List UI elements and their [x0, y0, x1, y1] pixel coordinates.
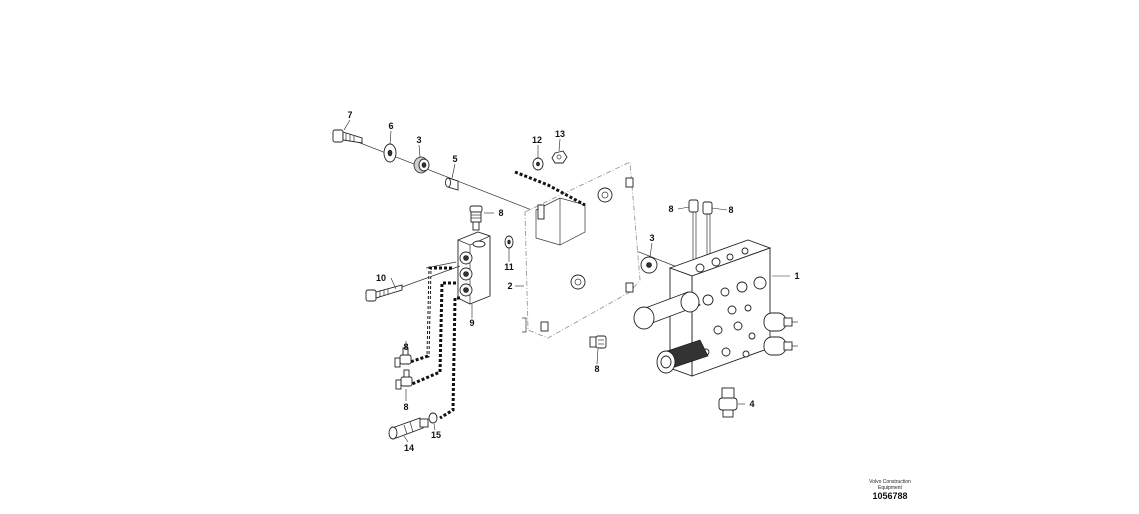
fitting-8-top — [469, 205, 483, 231]
solenoid-cylinder-lower — [656, 339, 709, 374]
figure-stamp: Volvo Construction Equipment 1056788 — [869, 479, 911, 501]
callout-6: 6 — [388, 121, 393, 131]
fitting-8-center — [589, 335, 607, 349]
nut-13 — [551, 150, 568, 164]
o-ring-15 — [428, 412, 438, 424]
callout-8-center: 8 — [594, 364, 599, 374]
stamp-company-line2: Equipment — [878, 485, 903, 491]
assembly-axis-line — [344, 136, 691, 273]
hoses — [409, 170, 586, 420]
callout-9: 9 — [469, 318, 474, 328]
stamp-company-line1: Volvo Construction — [869, 479, 911, 485]
stamp-figure-number: 1056788 — [872, 491, 907, 501]
solenoid-right-lower — [763, 336, 798, 356]
callout-1: 1 — [794, 271, 799, 281]
spacer-3-left — [413, 156, 430, 174]
callout-3-left: 3 — [416, 135, 421, 145]
washer-11 — [504, 235, 514, 249]
callout-7: 7 — [347, 110, 352, 120]
solenoid-right-upper — [763, 312, 798, 332]
washer-12 — [532, 157, 544, 171]
callout-11: 11 — [504, 262, 514, 272]
fitting-8-left-lower — [395, 369, 413, 390]
fitting-8-left-upper — [394, 347, 412, 368]
mounting-plate — [522, 161, 641, 339]
callout-14: 14 — [404, 443, 414, 453]
callout-2: 2 — [507, 281, 512, 291]
callout-8-left-upper: 8 — [403, 342, 408, 352]
callout-8-right-b: 8 — [728, 205, 733, 215]
callout-8-left-lower: 8 — [403, 402, 408, 412]
pressure-sensor-4 — [718, 387, 738, 418]
callout-15: 15 — [431, 430, 441, 440]
callout-4: 4 — [749, 399, 754, 409]
callout-5: 5 — [452, 154, 457, 164]
callout-10: 10 — [376, 273, 386, 283]
bolt-7 — [332, 129, 363, 144]
fittings-8-top-right — [688, 199, 713, 262]
callout-8-top: 8 — [498, 208, 503, 218]
leader-lines — [343, 119, 790, 443]
callout-8-right-a: 8 — [668, 204, 673, 214]
solenoid-cylinder-upper — [633, 291, 701, 330]
callout-12: 12 — [532, 135, 542, 145]
spacer-3-right — [640, 256, 658, 274]
callout-3-right: 3 — [649, 233, 654, 243]
distribution-block-9 — [457, 231, 491, 305]
tube-fitting-14 — [388, 417, 429, 440]
callout-13: 13 — [555, 129, 565, 139]
washer-6 — [383, 143, 397, 163]
bushing-5 — [445, 177, 459, 191]
callout-labels: 7 6 3 5 12 13 8 11 2 3 1 10 9 8 8 8 8 8 … — [347, 110, 799, 453]
